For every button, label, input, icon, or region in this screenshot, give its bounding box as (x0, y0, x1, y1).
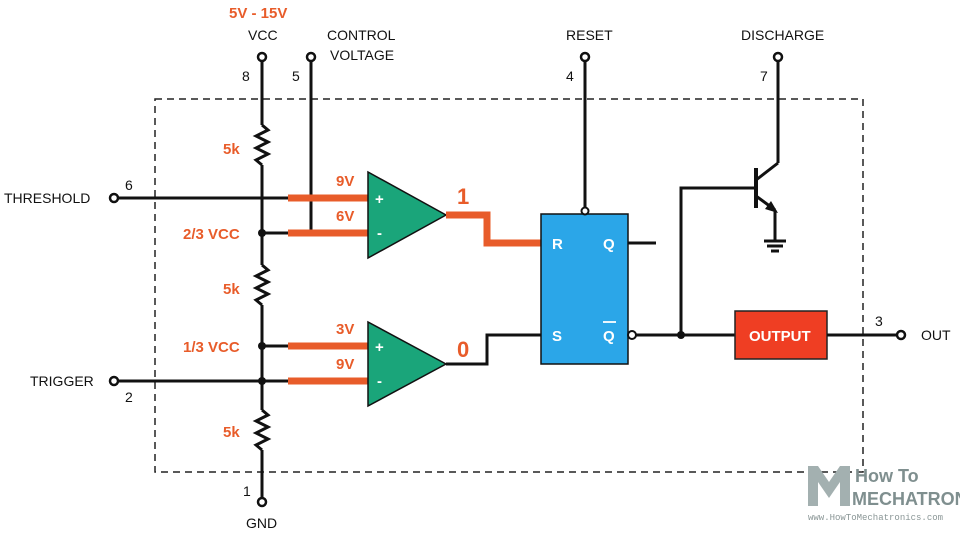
vcc-label: VCC (248, 27, 278, 43)
trigger-label: TRIGGER (30, 373, 94, 389)
pin-gnd-terminal (256, 496, 268, 508)
control-label-line1: CONTROL (327, 27, 396, 43)
node-tap-low (258, 342, 266, 350)
pin-number-3: 3 (875, 313, 883, 329)
comparator-bottom-plus-voltage: 3V (336, 321, 354, 338)
pin-number-1: 1 (243, 483, 251, 499)
comparator-top-minus-sign: - (377, 225, 382, 242)
comparator-bottom-minus-sign: - (377, 373, 382, 390)
comparator-top (367, 170, 448, 260)
control-label-line2: VOLTAGE (330, 47, 394, 63)
reset-label: RESET (566, 27, 613, 43)
pin-number-6: 6 (125, 177, 133, 193)
resistor-divider (252, 57, 272, 498)
resistor-2-value: 5k (223, 281, 240, 298)
resistor-1-value: 5k (223, 141, 240, 158)
comparator-bottom-output-value: 0 (457, 337, 469, 362)
logo-m-icon (808, 466, 850, 506)
pin-number-2: 2 (125, 389, 133, 405)
ground-icon (764, 239, 786, 253)
flip-flop-s-label: S (552, 328, 562, 345)
reset-inverter-bubble (580, 206, 590, 216)
flip-flop-q-label: Q (603, 236, 615, 253)
pin-number-4: 4 (566, 68, 574, 84)
comparator-bottom-plus-sign: + (375, 339, 384, 356)
pin-vcc-terminal (256, 51, 268, 63)
comparator-bottom-output-wire (446, 333, 541, 366)
tap-low-label: 1/3 VCC (183, 339, 240, 356)
flip-flop-r-label: R (552, 236, 563, 253)
node-tap-high (258, 229, 266, 237)
comparator-top-output-value: 1 (457, 184, 469, 209)
out-label: OUT (921, 327, 951, 343)
pin-threshold-terminal (108, 192, 120, 204)
watermark-line1: How To (855, 466, 919, 486)
supply-range-label: 5V - 15V (229, 5, 287, 22)
qbar-inverter-bubble (627, 330, 637, 340)
chip-boundary (154, 98, 864, 473)
output-stage (734, 310, 828, 360)
pin-discharge-terminal (772, 51, 784, 63)
discharge-label: DISCHARGE (741, 27, 824, 43)
watermark-url: www.HowToMechatronics.com (808, 513, 943, 523)
watermark-logo: How To MECHATRONICS www.HowToMechatronic… (808, 466, 960, 523)
pin-reset-terminal (579, 51, 591, 63)
watermark-line2: MECHATRONICS (852, 489, 960, 509)
comparator-top-minus-voltage: 6V (336, 208, 354, 225)
gnd-label: GND (246, 515, 277, 531)
tap-high-label: 2/3 VCC (183, 226, 240, 243)
resistor-3-value: 5k (223, 424, 240, 441)
flip-flop (540, 213, 629, 365)
comparator-top-output-wire (446, 211, 541, 247)
pin-number-8: 8 (242, 68, 250, 84)
pin-number-7: 7 (760, 68, 768, 84)
pin-number-5: 5 (292, 68, 300, 84)
pin-control-terminal (305, 51, 317, 63)
comparator-bottom (367, 320, 448, 408)
node-trigger-junction (258, 377, 266, 385)
pin-trigger-terminal (108, 375, 120, 387)
discharge-transistor (679, 61, 780, 335)
comparator-bottom-minus-voltage: 9V (336, 356, 354, 373)
comparator-top-plus-sign: + (375, 191, 384, 208)
comparator-top-plus-voltage: 9V (336, 173, 354, 190)
flip-flop-qbar-label: Q (603, 328, 615, 345)
output-stage-label: OUTPUT (749, 328, 811, 345)
threshold-label: THRESHOLD (4, 190, 90, 206)
pin-out-terminal (895, 329, 907, 341)
